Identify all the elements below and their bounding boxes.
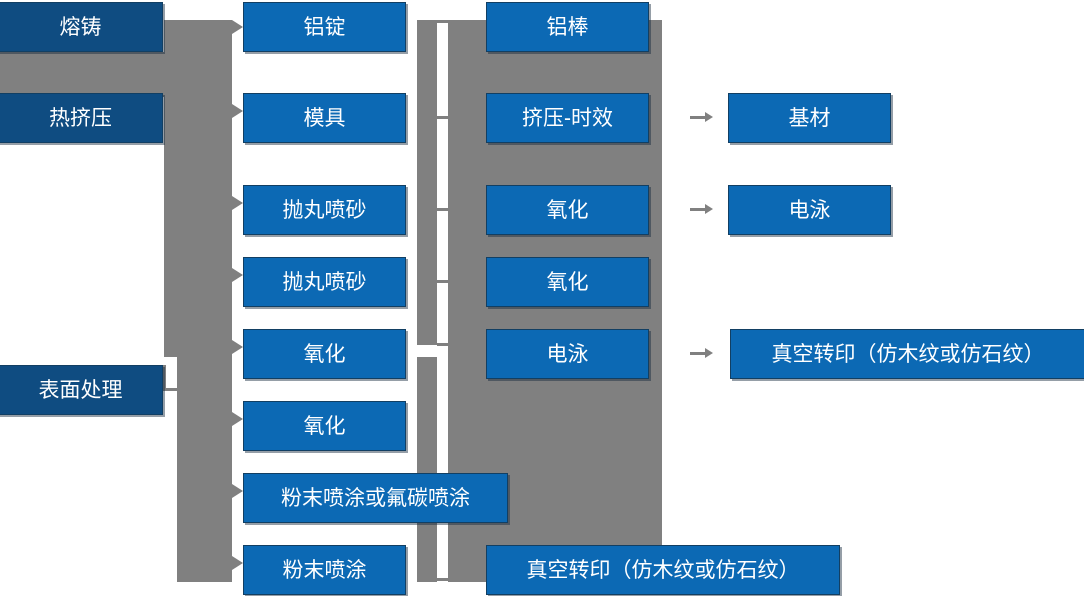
arrow-right-icon-c1: [705, 112, 713, 122]
process-label-b5: 电泳: [546, 342, 589, 366]
process-label-a4: 抛丸喷砂: [282, 270, 367, 294]
process-label-a3: 抛丸喷砂: [282, 198, 367, 222]
connector-bus-left-main: [164, 20, 232, 357]
process-box-shot-blasting-1[interactable]: 抛丸喷砂: [243, 185, 406, 235]
process-box-vacuum-transfer-b[interactable]: 真空转印（仿木纹或仿石纹）: [486, 545, 840, 595]
stage-box-surface-treatment[interactable]: 表面处理: [0, 365, 163, 415]
process-box-aluminum-ingot[interactable]: 铝锭: [243, 2, 406, 52]
connector-stem-surface-up: [163, 365, 166, 391]
arrow-right-icon-a7: [232, 484, 243, 498]
process-label-b2: 挤压-时效: [522, 106, 613, 130]
stage-label-hot-extrusion: 热挤压: [49, 106, 112, 130]
stage-label-surface-treatment: 表面处理: [38, 378, 123, 402]
process-box-oxidation-a2[interactable]: 氧化: [243, 401, 406, 451]
arrow-right-icon-c2: [705, 204, 713, 214]
process-box-base-material[interactable]: 基材: [728, 93, 891, 143]
arrow-right-icon-a3: [232, 196, 243, 210]
process-box-extrusion-aging[interactable]: 挤压-时效: [486, 93, 649, 143]
stage-box-hot-extrusion[interactable]: 热挤压: [0, 93, 163, 143]
connector-stem-c3: [690, 352, 706, 355]
process-label-a7: 粉末喷涂或氟碳喷涂: [281, 486, 470, 510]
process-box-vacuum-transfer-c[interactable]: 真空转印（仿木纹或仿石纹）: [730, 329, 1084, 379]
process-box-electrophoresis-b[interactable]: 电泳: [486, 329, 649, 379]
stage-box-melt-cast[interactable]: 熔铸: [0, 2, 163, 52]
process-label-c3: 真空转印（仿木纹或仿石纹）: [771, 342, 1045, 366]
arrow-down-icon-melt-to-extrusion: [71, 82, 87, 93]
connector-rail-middle-lower: [417, 357, 437, 582]
process-box-powder-coating[interactable]: 粉末喷涂: [243, 545, 406, 595]
process-label-a8: 粉末喷涂: [282, 558, 367, 582]
arrow-right-icon-a6: [232, 412, 243, 426]
process-label-b6: 真空转印（仿木纹或仿石纹）: [526, 558, 800, 582]
arrow-right-icon-a1: [232, 20, 243, 34]
arrow-right-icon-a5: [232, 340, 243, 354]
process-box-powder-or-fluorocarbon-coating[interactable]: 粉末喷涂或氟碳喷涂: [243, 473, 508, 523]
process-label-a2: 模具: [303, 106, 346, 130]
process-box-oxidation-b2[interactable]: 氧化: [486, 257, 649, 307]
process-label-b1: 铝棒: [546, 15, 589, 39]
process-box-electrophoresis-c[interactable]: 电泳: [728, 185, 891, 235]
process-label-c2: 电泳: [788, 198, 831, 222]
process-label-c1: 基材: [788, 106, 831, 130]
process-label-a6: 氧化: [303, 414, 346, 438]
process-box-mold[interactable]: 模具: [243, 93, 406, 143]
process-box-oxidation-a1[interactable]: 氧化: [243, 329, 406, 379]
process-box-oxidation-b1[interactable]: 氧化: [486, 185, 649, 235]
process-label-a5: 氧化: [303, 342, 346, 366]
connector-bus-left-lower: [177, 357, 232, 582]
arrow-right-icon-c3: [705, 348, 713, 358]
process-box-shot-blasting-2[interactable]: 抛丸喷砂: [243, 257, 406, 307]
connector-stem-surface: [163, 388, 187, 391]
process-box-aluminum-bar[interactable]: 铝棒: [486, 2, 649, 52]
arrow-right-icon-a4: [232, 268, 243, 282]
process-label-b3: 氧化: [546, 198, 589, 222]
process-label-a1: 铝锭: [303, 15, 346, 39]
connector-rail-middle-upper: [417, 20, 437, 345]
arrow-right-icon-a2: [232, 104, 243, 118]
process-label-b4: 氧化: [546, 270, 589, 294]
stage-label-melt-cast: 熔铸: [59, 15, 102, 39]
connector-stem-c2: [690, 208, 706, 211]
arrow-right-icon-a8: [232, 556, 243, 570]
connector-stem-c1: [690, 116, 706, 119]
